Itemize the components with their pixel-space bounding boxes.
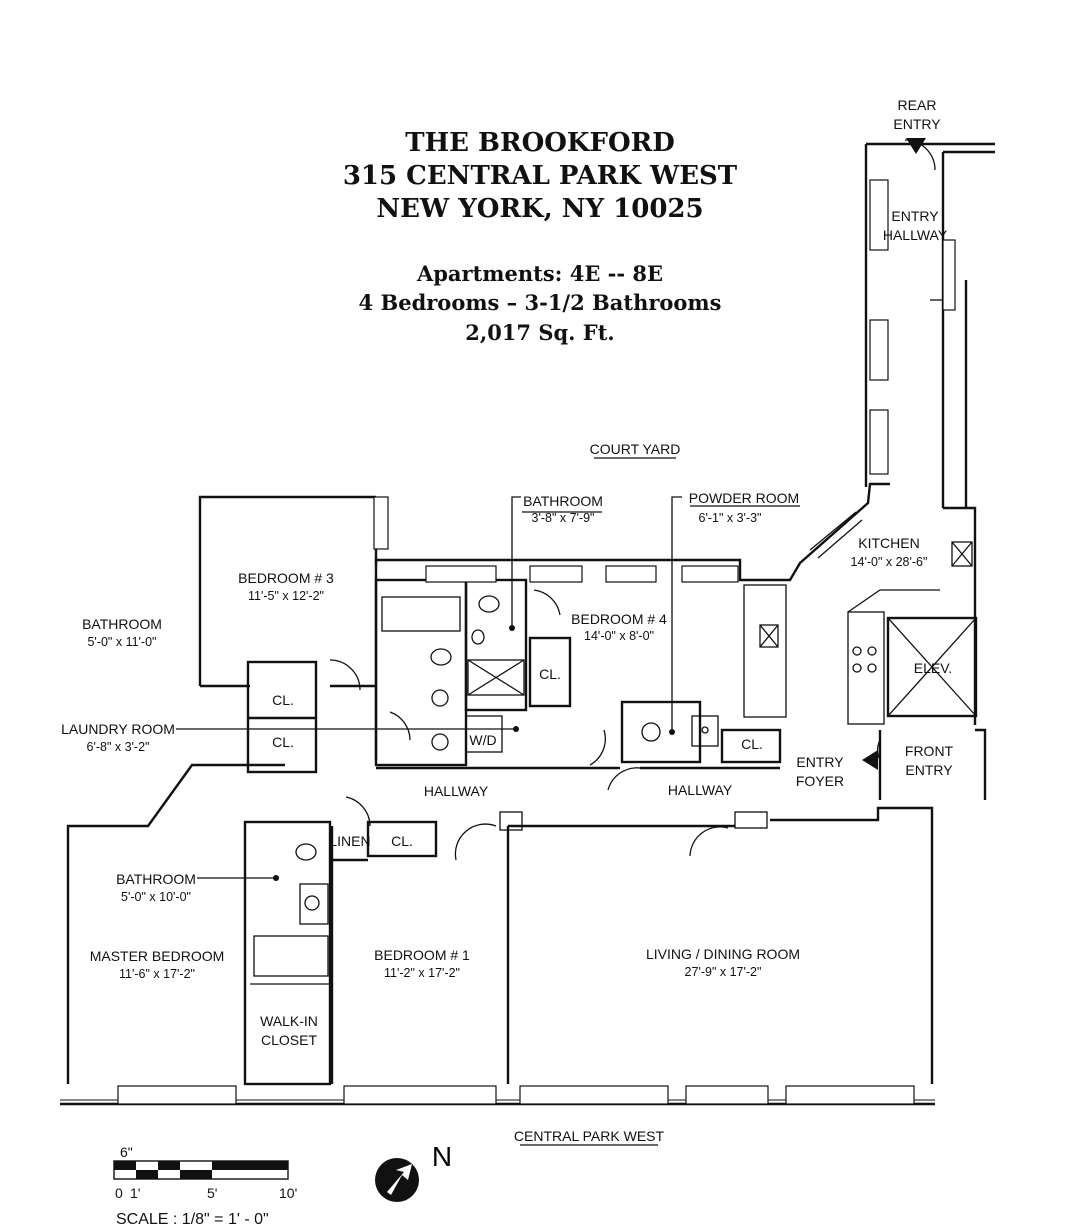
apartments-line: Apartments: 4E -- 8E — [416, 261, 664, 286]
laundry-name: LAUNDRY ROOM — [61, 721, 175, 737]
bathroom-master-dims: 5'-0" x 10'-0" — [121, 890, 191, 904]
hallway-label-2: HALLWAY — [668, 782, 733, 798]
leader-lines — [176, 496, 800, 881]
closet-label-1: CL. — [272, 692, 294, 708]
bathroom-center-dims: 3'-8" x 7'-9" — [532, 511, 595, 525]
front-entry-label-1: FRONT — [905, 743, 954, 759]
scale-caption: SCALE : 1/8" = 1' - 0" — [116, 1211, 269, 1228]
bedroom1-dims: 11'-2" x 17'-2" — [384, 966, 460, 980]
north-label: N — [432, 1141, 452, 1172]
entry-foyer-label-1: ENTRY — [796, 754, 844, 770]
linen-label: LINEN — [329, 833, 370, 849]
powder-room-name: POWDER ROOM — [689, 490, 799, 506]
court-yard-label: COURT YARD — [590, 441, 681, 457]
bathroom-left-dims: 5'-0" x 11'-0" — [87, 635, 156, 649]
living-dining-name: LIVING / DINING ROOM — [646, 946, 800, 962]
front-entry-label-2: ENTRY — [905, 762, 953, 778]
bathroom-left-name: BATHROOM — [82, 616, 162, 632]
kitchen-dims: 14'-0" x 28'-6" — [851, 555, 928, 569]
address-line-1: 315 CENTRAL PARK WEST — [342, 161, 738, 191]
walk-in-label-1: WALK-IN — [260, 1013, 318, 1029]
bedroom3-dims: 11'-5" x 12'-2" — [248, 589, 324, 603]
bathroom-master-name: BATHROOM — [116, 871, 196, 887]
closet-label-3: CL. — [539, 666, 561, 682]
closet-label-4: CL. — [741, 736, 763, 752]
scale-six-inch: 6" — [120, 1144, 133, 1160]
interior-walls — [117, 138, 956, 1105]
entry-hallway-label-1: ENTRY — [891, 208, 939, 224]
entry-foyer-label-2: FOYER — [796, 773, 844, 789]
bedroom1-name: BEDROOM # 1 — [374, 947, 470, 963]
scale-tick-5: 5' — [207, 1185, 217, 1201]
building-name: THE BROOKFORD — [405, 128, 675, 158]
address-line-2: NEW YORK, NY 10025 — [376, 194, 704, 224]
kitchen-name: KITCHEN — [858, 535, 919, 551]
master-bedroom-dims: 11'-6" x 17'-2" — [119, 967, 195, 981]
closet-label-5: CL. — [391, 833, 413, 849]
bedroom4-dims: 14'-0" x 8'-0" — [584, 629, 654, 643]
scale-bar: 6" 0 1' 5' 10' SCALE : 1/8" = 1' - 0" — [113, 1144, 297, 1228]
rear-entry-label-2: ENTRY — [893, 116, 941, 132]
bedroom3-name: BEDROOM # 3 — [238, 570, 334, 586]
central-park-west-label: CENTRAL PARK WEST — [514, 1128, 665, 1144]
bedroom4-name: BEDROOM # 4 — [571, 611, 667, 627]
elevator-label: ELEV. — [914, 660, 952, 676]
bathroom-center-name: BATHROOM — [523, 493, 603, 509]
scale-tick-1: 1' — [130, 1185, 140, 1201]
misc-labels: COURT YARD REAR ENTRY ENTRY HALLWAY CL. … — [260, 97, 954, 1146]
scale-tick-0: 0 — [115, 1185, 123, 1201]
hallway-label-1: HALLWAY — [424, 783, 489, 799]
master-bedroom-name: MASTER BEDROOM — [90, 948, 225, 964]
washer-dryer-label: W/D — [469, 732, 496, 748]
entry-hallway-label-2: HALLWAY — [883, 227, 948, 243]
walk-in-label-2: CLOSET — [261, 1032, 317, 1048]
north-arrow: N — [375, 1141, 452, 1202]
rear-entry-label-1: REAR — [898, 97, 937, 113]
scale-tick-10: 10' — [279, 1185, 297, 1201]
laundry-dims: 6'-8" x 3'-2" — [87, 740, 150, 754]
bed-bath-line: 4 Bedrooms – 3-1/2 Bathrooms — [358, 290, 722, 315]
area-line: 2,017 Sq. Ft. — [465, 320, 615, 345]
floor-plan-drawing: BEDROOM # 3 11'-5" x 12'-2" BATHROOM 5'-… — [60, 97, 995, 1228]
powder-room-dims: 6'-1" x 3'-3" — [699, 511, 762, 525]
room-labels: BEDROOM # 3 11'-5" x 12'-2" BATHROOM 5'-… — [61, 490, 927, 981]
living-dining-dims: 27'-9" x 17'-2" — [685, 965, 762, 979]
closet-label-2: CL. — [272, 734, 294, 750]
floor-plan-page: THE BROOKFORD 315 CENTRAL PARK WEST NEW … — [8, 0, 1072, 1230]
